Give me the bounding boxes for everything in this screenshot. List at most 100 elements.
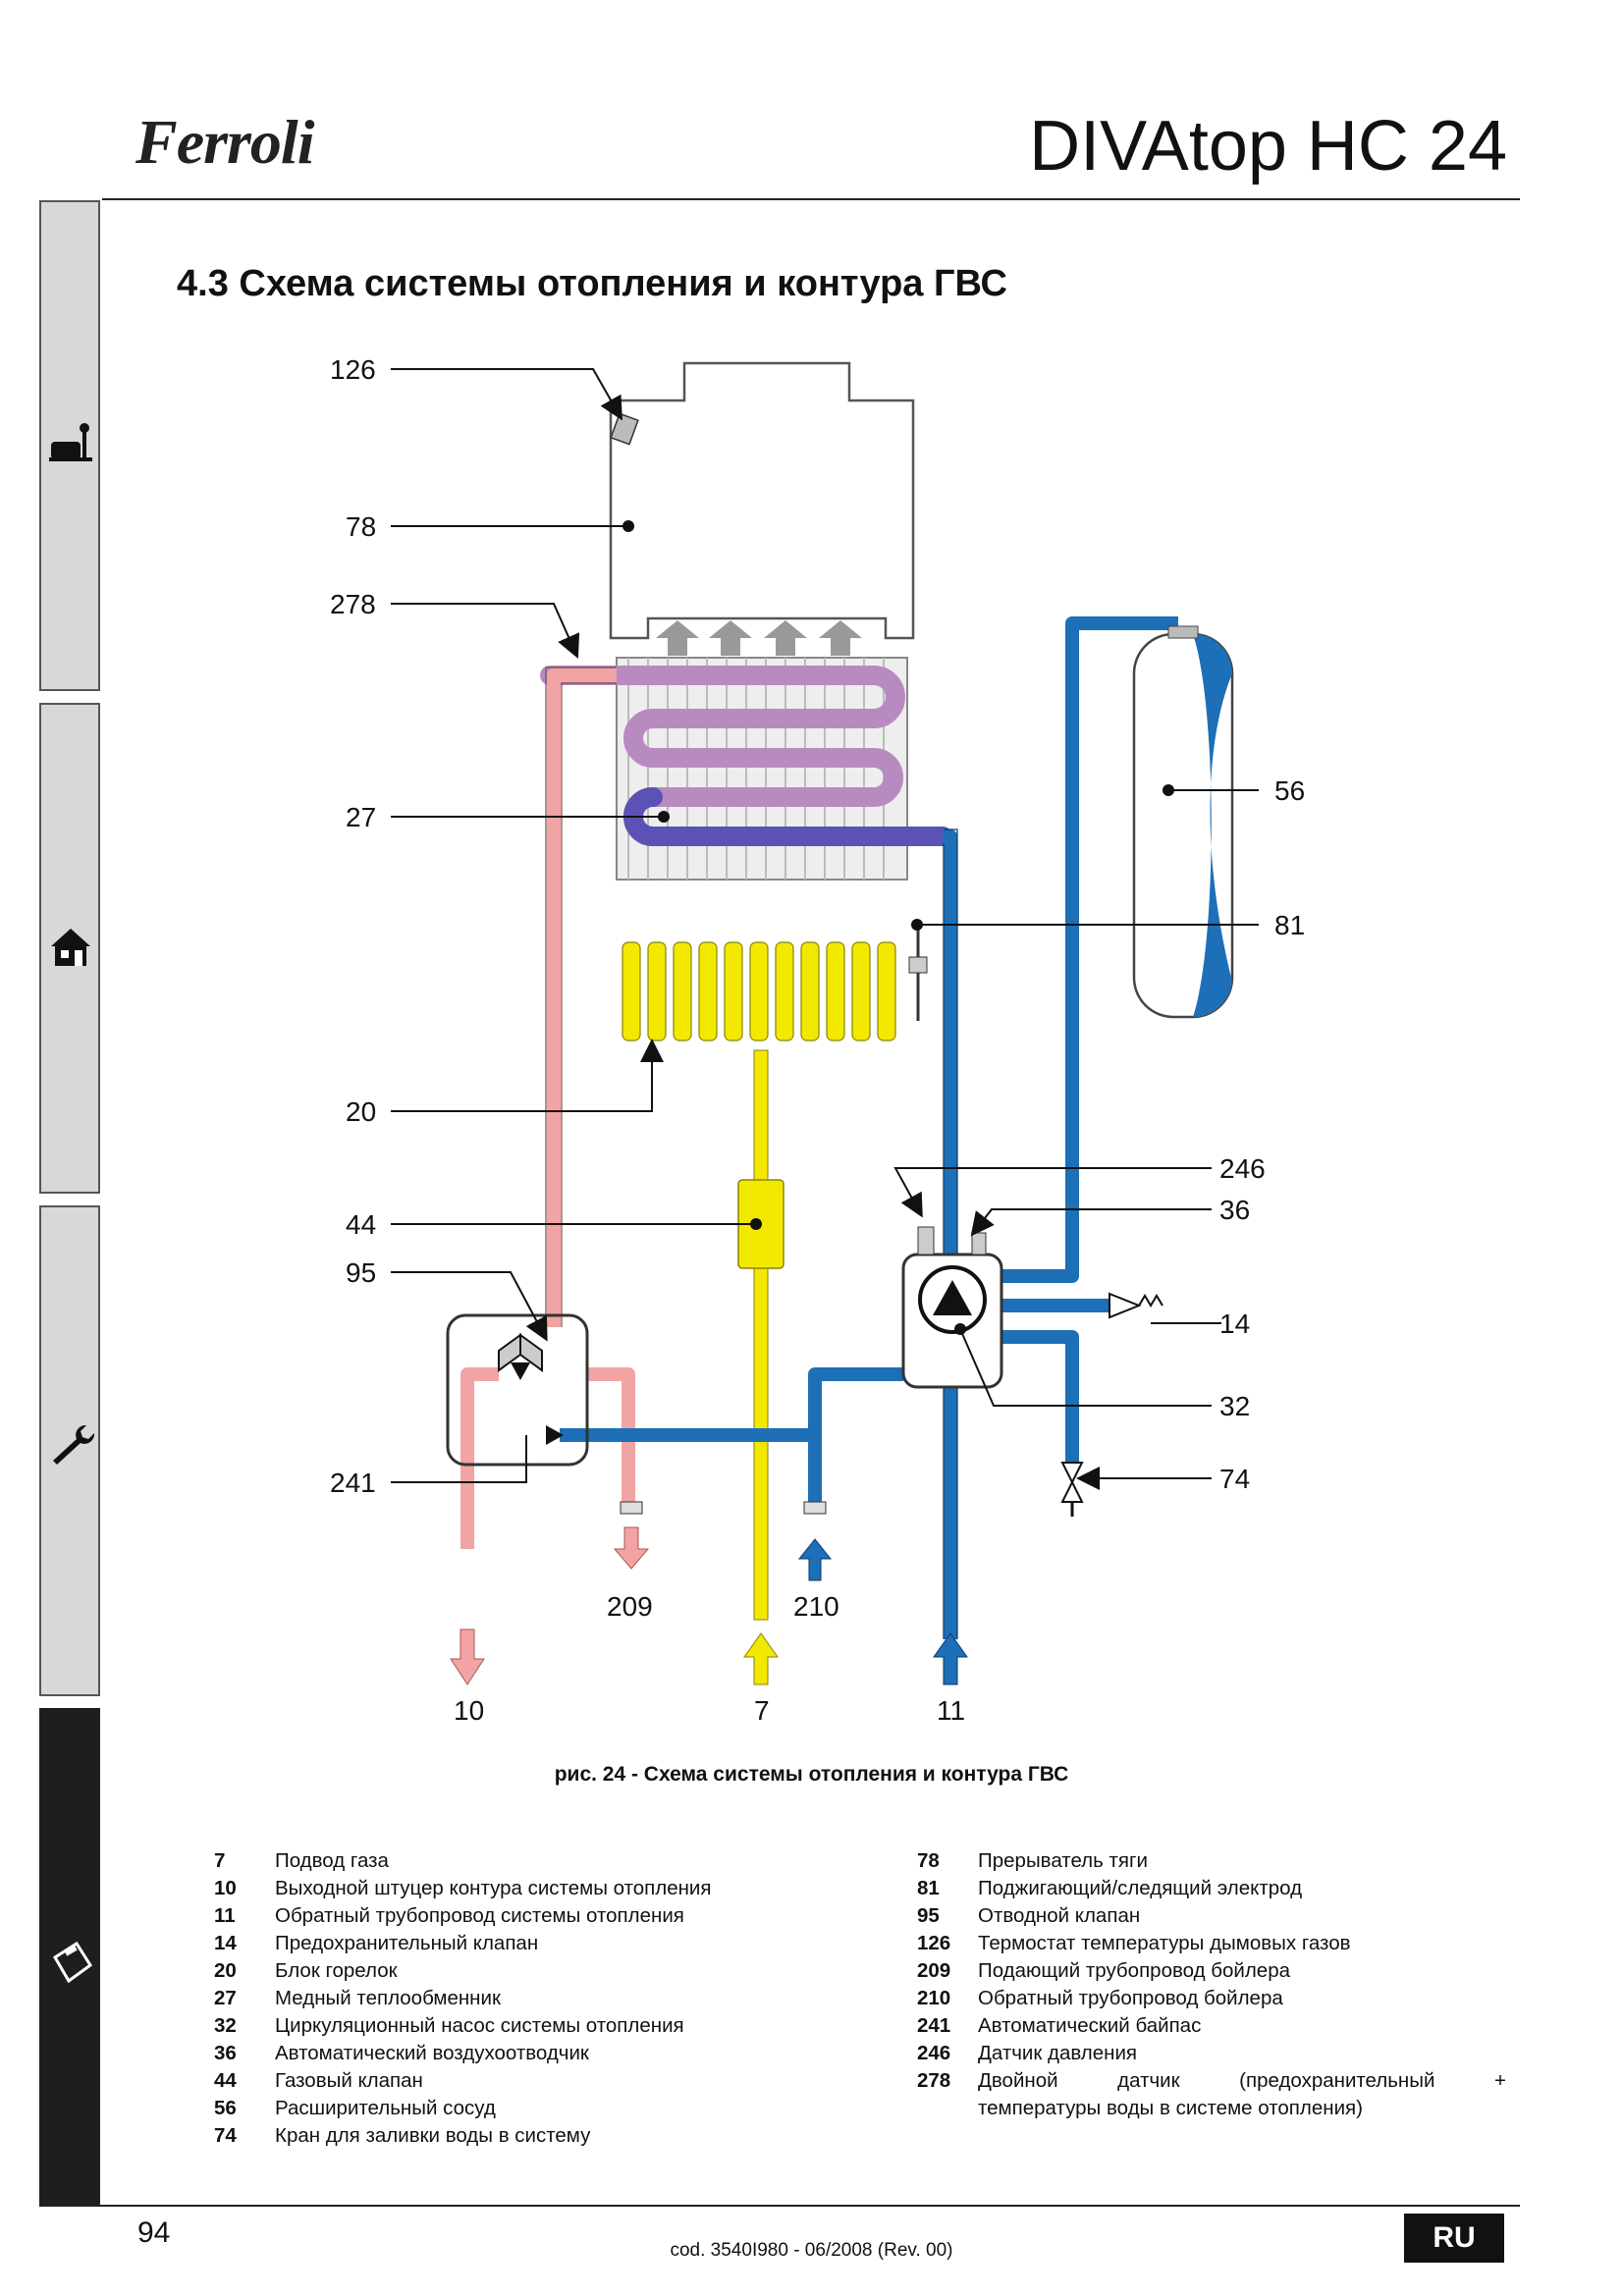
legend-item: 36 Автоматический воздухоотводчик xyxy=(214,2040,823,2067)
legend-desc: Циркуляционный насос системы отопления xyxy=(275,2014,684,2037)
legend-num: 241 xyxy=(917,2014,951,2037)
callout-278: 278 xyxy=(330,589,376,619)
header-divider xyxy=(102,198,1520,200)
side-tab-user[interactable] xyxy=(39,200,100,691)
callout-20: 20 xyxy=(346,1096,376,1127)
brand-logo: Ferroli xyxy=(135,107,314,177)
legend-desc-line2: температуры воды в системе отопления) xyxy=(978,2097,1363,2119)
callout-95: 95 xyxy=(346,1257,376,1288)
safety-valve xyxy=(1109,1292,1163,1319)
legend-item: 44 Газовый клапан xyxy=(214,2067,823,2095)
legend-desc: Блок горелок xyxy=(275,1959,398,1982)
legend-num: 44 xyxy=(214,2069,237,2092)
legend-item: 210 Обратный трубопровод бойлера xyxy=(917,1985,1506,2012)
language-badge: RU xyxy=(1404,2214,1504,2263)
callout-7: 7 xyxy=(754,1695,770,1726)
filling-tap xyxy=(1060,1462,1084,1517)
legend-item: 241 Автоматический байпас xyxy=(917,2012,1506,2040)
legend-desc: Газовый клапан xyxy=(275,2069,423,2092)
legend-num: 27 xyxy=(214,1987,237,2009)
callout-44: 44 xyxy=(346,1209,376,1240)
callout-241: 241 xyxy=(330,1468,376,1498)
page-number: 94 xyxy=(137,2216,171,2249)
legend-desc: Медный теплообменник xyxy=(275,1987,501,2009)
legend-item: 27 Медный теплообменник xyxy=(214,1985,823,2012)
callout-32: 32 xyxy=(1219,1391,1250,1421)
legend-num: 11 xyxy=(214,1904,236,1927)
legend-desc: Расширительный сосуд xyxy=(275,2097,496,2119)
legend-item: 10 Выходной штуцер контура системы отопле… xyxy=(214,1875,823,1902)
legend-item: 20 Блок горелок xyxy=(214,1957,823,1985)
legend-num: 74 xyxy=(214,2124,237,2147)
legend-item: 126 Термостат температуры дымовых газов xyxy=(917,1930,1506,1957)
figure-caption: рис. 24 - Схема системы отопления и конт… xyxy=(554,1763,1069,1786)
callout-210: 210 xyxy=(793,1591,839,1622)
legend-num: 246 xyxy=(917,2042,951,2064)
legend-num: 10 xyxy=(214,1877,237,1899)
side-tab-technical-data[interactable] xyxy=(39,1708,100,2205)
legend-desc: Автоматический байпас xyxy=(978,2014,1202,2037)
leader-278 xyxy=(391,603,580,659)
legend-item: 278 Двойной датчик (предохранительный + … xyxy=(917,2067,1506,2122)
gas-supply-pipe xyxy=(737,1049,784,1621)
callout-36: 36 xyxy=(1219,1195,1250,1225)
callout-126: 126 xyxy=(330,354,376,385)
legend-desc: Обратный трубопровод бойлера xyxy=(978,1987,1283,2009)
legend-num: 126 xyxy=(917,1932,951,1954)
legend-num: 32 xyxy=(214,2014,237,2037)
legend-desc-line1: Двойной датчик (предохранительный + xyxy=(978,2069,1506,2092)
callout-11: 11 xyxy=(937,1695,965,1726)
diverter-valve-housing xyxy=(446,1313,589,1467)
side-tab-installation[interactable] xyxy=(39,703,100,1194)
callout-10: 10 xyxy=(454,1695,484,1726)
house-icon xyxy=(51,929,90,966)
legend-num: 210 xyxy=(917,1987,951,2009)
clipboard-icon xyxy=(52,1941,93,1984)
leader-126 xyxy=(391,368,622,421)
draught-diverter xyxy=(609,361,915,656)
leader-32 xyxy=(959,1328,1212,1407)
legend-desc: Поджигающий/следящий электрод xyxy=(978,1877,1303,1899)
legend-desc: Обратный трубопровод системы отопления xyxy=(275,1904,684,1927)
legend-desc: Термостат температуры дымовых газов xyxy=(978,1932,1351,1954)
section-title: 4.3 Схема системы отопления и контура ГВ… xyxy=(177,263,1007,304)
boiler-user-icon xyxy=(49,423,92,461)
callout-246: 246 xyxy=(1219,1153,1266,1184)
legend-item: 209 Подающий трубопровод бойлера xyxy=(917,1957,1506,1985)
footer-divider xyxy=(39,2205,1520,2207)
legend-item: 81 Поджигающий/следящий электрод xyxy=(917,1875,1506,1902)
leader-241 xyxy=(391,1435,527,1483)
legend-desc: Двойной датчик (предохранительный + темп… xyxy=(978,2067,1506,2122)
legend-num: 81 xyxy=(917,1877,940,1899)
legend-num: 7 xyxy=(214,1849,226,1872)
legend-num: 36 xyxy=(214,2042,237,2064)
legend-num: 20 xyxy=(214,1959,237,1982)
legend-item: 32 Циркуляционный насос системы отопления xyxy=(214,2012,823,2040)
legend-desc: Прерыватель тяги xyxy=(978,1849,1148,1872)
wrench-icon xyxy=(53,1424,95,1465)
legend-desc: Подающий трубопровод бойлера xyxy=(978,1959,1291,1982)
side-tab-service[interactable] xyxy=(39,1205,100,1696)
legend-num: 209 xyxy=(917,1959,951,1982)
flow-arrows xyxy=(450,1501,968,1685)
heating-flow-pipe xyxy=(460,668,635,1549)
callout-209: 209 xyxy=(607,1591,653,1622)
legend-desc: Датчик давления xyxy=(978,2042,1138,2064)
callout-27: 27 xyxy=(346,802,376,832)
legend-num: 278 xyxy=(917,2069,951,2092)
leader-20 xyxy=(391,1039,664,1112)
legend-num: 56 xyxy=(214,2097,237,2119)
callout-78: 78 xyxy=(346,511,376,542)
heating-dhw-circuit-diagram: 126 78 278 27 20 44 95 241 56 81 246 36 … xyxy=(330,354,1305,1726)
legend-desc: Выходной штуцер контура системы отоплени… xyxy=(275,1877,712,1899)
legend-desc: Автоматический воздухоотводчик xyxy=(275,2042,589,2064)
burner-block xyxy=(622,941,896,1041)
model-title: DIVAtop HC 24 xyxy=(1029,107,1507,186)
callout-56: 56 xyxy=(1274,775,1305,806)
leader-36 xyxy=(970,1208,1212,1237)
